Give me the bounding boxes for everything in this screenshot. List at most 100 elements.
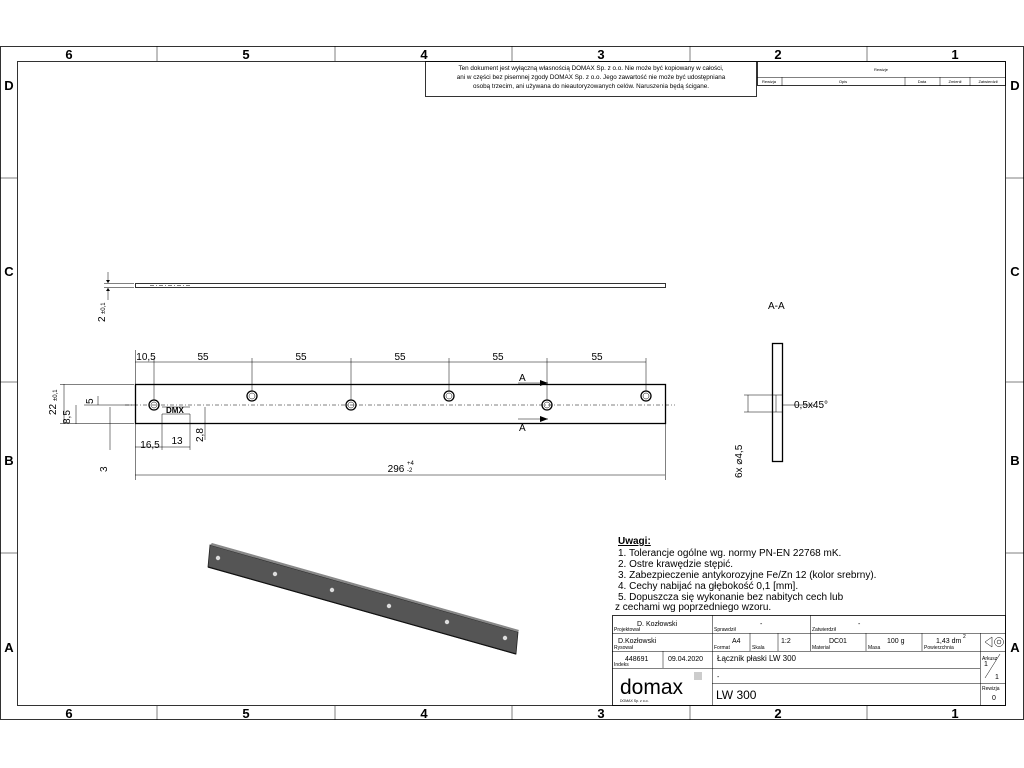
material-label: Materiał <box>812 645 831 651</box>
copyright-line-1: Ten dokument jest wyłączną własnością DO… <box>459 65 724 72</box>
notes-title: Uwagi: <box>618 536 651 547</box>
zone-right-c: C <box>1010 264 1020 279</box>
zone-top-4: 4 <box>420 47 428 62</box>
dim-pitch-5: 55 <box>591 352 603 363</box>
zone-right-a: A <box>1010 640 1020 655</box>
format-label: Format <box>714 645 730 651</box>
revision-col-rev: Rewizja <box>762 79 777 84</box>
material: DC01 <box>829 638 847 645</box>
revision-table-title: Rewizje <box>874 67 889 72</box>
dim-pitch-4: 55 <box>492 352 504 363</box>
copyright-box <box>425 61 757 97</box>
zone-top-3: 3 <box>597 47 604 62</box>
zone-top-2: 2 <box>774 47 781 62</box>
copyright-line-2: ani w części bez pisemnej zgody DOMAX Sp… <box>457 74 726 81</box>
zone-dividers <box>0 46 1024 720</box>
drawn-label: Rysował <box>614 645 634 651</box>
index-label: Indeks <box>614 662 629 668</box>
revision-col-changed: Zmienił <box>949 79 962 84</box>
dim-marking-len: 13 <box>171 436 183 447</box>
logo-sub: DOMAX Sp. z o.o. <box>620 699 649 703</box>
revision-col-date: Data <box>918 79 927 84</box>
mass-label: Masa <box>868 645 880 651</box>
mass: 100 g <box>887 638 905 645</box>
zone-right-b: B <box>1010 453 1019 468</box>
dim-holes: 6x ⌀4,5 <box>734 444 745 478</box>
isometric-view <box>207 543 519 655</box>
checker: - <box>760 621 763 628</box>
zone-bottom-3: 3 <box>597 706 604 721</box>
surface: 1,43 dm <box>936 638 961 645</box>
section-view <box>744 342 815 463</box>
revision-col-desc: Opis <box>839 79 847 84</box>
top-view-strip <box>104 272 666 300</box>
designer: D. Kozłowski <box>637 621 678 628</box>
approver-label: Zatwierdził <box>812 627 837 633</box>
dim-overall-lower: -2 <box>407 468 413 474</box>
note-5: 5. Dopuszcza się wykonanie bez nabitych … <box>618 592 844 603</box>
zone-top-6: 6 <box>65 47 72 62</box>
dim-overall-upper: +4 <box>407 461 415 467</box>
format: A4 <box>732 638 741 645</box>
index: 448691 <box>625 656 648 663</box>
dim-hole-offset: 5 <box>85 398 96 404</box>
part-sub: - <box>717 674 720 681</box>
zone-bottom-4: 4 <box>420 706 428 721</box>
zone-left-b: B <box>4 453 13 468</box>
sheet-label: Arkusz <box>982 656 998 662</box>
sheet-num: 1 <box>984 661 988 668</box>
dim-width-tol: ±0,1 <box>53 389 59 401</box>
zone-left-a: A <box>4 640 14 655</box>
zone-top-1: 1 <box>951 47 958 62</box>
revision: 0 <box>992 695 996 702</box>
part-marking: DMX <box>166 406 184 415</box>
drawn-by: D.Kozłowski <box>618 638 657 645</box>
dim-pitch-1: 55 <box>197 352 209 363</box>
section-cut-arrows <box>518 380 548 422</box>
revision-label: Rewizja <box>982 686 1000 692</box>
scale-label: Skala <box>752 645 765 651</box>
sheet-total: 1 <box>995 674 999 681</box>
checker-label: Sprawdził <box>714 627 737 633</box>
cut-marker-top: A <box>519 373 526 384</box>
dim-first-hole: 10,5 <box>136 352 156 363</box>
note-2: 2. Ostre krawędzie stępić. <box>618 559 733 570</box>
zone-bottom-5: 5 <box>242 706 249 721</box>
dim-overall: 296 <box>388 464 405 475</box>
dimension-lines-bottom <box>135 407 666 480</box>
dim-marking-height: 3 <box>99 466 110 472</box>
title-block-grid <box>612 615 1006 706</box>
projection-symbol-icon <box>984 636 1004 648</box>
dim-edge-center: 8,5 <box>62 410 73 424</box>
dim-marking-x: 16,5 <box>140 440 160 451</box>
zone-right-d: D <box>1010 78 1019 93</box>
zone-top-5: 5 <box>242 47 249 62</box>
note-4: 4. Cechy nabijać na głębokość 0,1 [mm]. <box>618 581 798 592</box>
revision-col-approved: Zatwierdził <box>978 79 997 84</box>
front-view-plate <box>125 383 675 425</box>
dimension-lines-left <box>60 384 134 450</box>
logo-square <box>694 672 702 680</box>
part-name: Łącznik płaski LW 300 <box>717 654 797 663</box>
section-label: A-A <box>768 301 785 312</box>
surface-exp: 2 <box>963 634 966 640</box>
zone-bottom-1: 1 <box>951 706 958 721</box>
zone-bottom-2: 2 <box>774 706 781 721</box>
dim-width: 22 <box>48 403 59 415</box>
date: 09.04.2020 <box>668 656 703 663</box>
revision-table <box>757 61 1006 86</box>
dim-marking-h: 2,8 <box>195 428 206 442</box>
note-continuation: z cechami wg poprzedniego wzoru. <box>615 602 771 613</box>
dim-chamfer: 0,5x45° <box>794 400 828 411</box>
zone-left-c: C <box>4 264 14 279</box>
inner-frame <box>17 61 1006 706</box>
zone-bottom-6: 6 <box>65 706 72 721</box>
scale: 1:2 <box>781 638 791 645</box>
dim-pitch-2: 55 <box>295 352 307 363</box>
drawing-number: LW 300 <box>716 688 757 702</box>
designer-label: Projektował <box>614 627 641 633</box>
dimension-lines-top <box>135 350 647 400</box>
surface-label: Powierzchnia <box>924 645 954 651</box>
dim-thickness-tol: ±0,1 <box>101 302 107 314</box>
